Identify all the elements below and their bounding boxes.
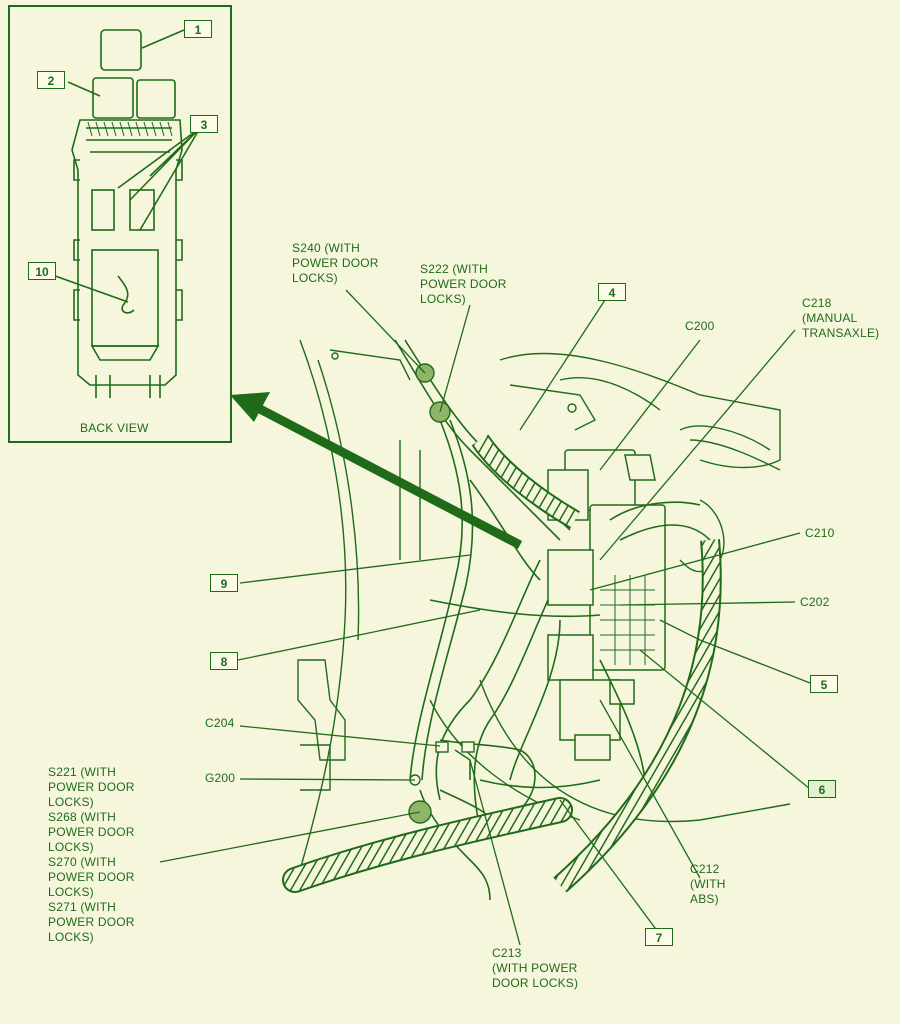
callout-7: 7 [645, 928, 673, 946]
conduits [282, 434, 722, 893]
callout-6: 6 [808, 780, 836, 798]
back-view-inset [8, 5, 232, 443]
label-c213: C213 (WITH POWER DOOR LOCKS) [492, 946, 579, 990]
label-splice-group: S221 (WITH POWER DOOR LOCKS) S268 (WITH … [48, 765, 135, 944]
callout-5: 5 [810, 675, 838, 693]
callout-9: 9 [210, 574, 238, 592]
label-c202: C202 [800, 595, 830, 609]
label-s240: S240 (WITH POWER DOOR LOCKS) [292, 241, 379, 285]
label-c218: C218 (MANUAL TRANSAXLE) [802, 296, 880, 340]
leader-lines [159, 289, 811, 946]
pointer-arrow [230, 392, 523, 549]
junction-module [547, 449, 666, 761]
callout-1: 1 [184, 20, 212, 38]
callout-4: 4 [598, 283, 626, 301]
callout-2: 2 [37, 71, 65, 89]
back-view-caption: BACK VIEW [80, 421, 149, 435]
label-g200: G200 [205, 771, 236, 785]
label-c200: C200 [685, 319, 715, 333]
label-c210: C210 [805, 526, 835, 540]
callout-8: 8 [210, 652, 238, 670]
label-c204: C204 [205, 716, 235, 730]
callout-3: 3 [190, 115, 218, 133]
callout-10: 10 [28, 262, 56, 280]
label-c212: C212 (WITH ABS) [690, 862, 726, 906]
label-s222: S222 (WITH POWER DOOR LOCKS) [420, 262, 507, 306]
